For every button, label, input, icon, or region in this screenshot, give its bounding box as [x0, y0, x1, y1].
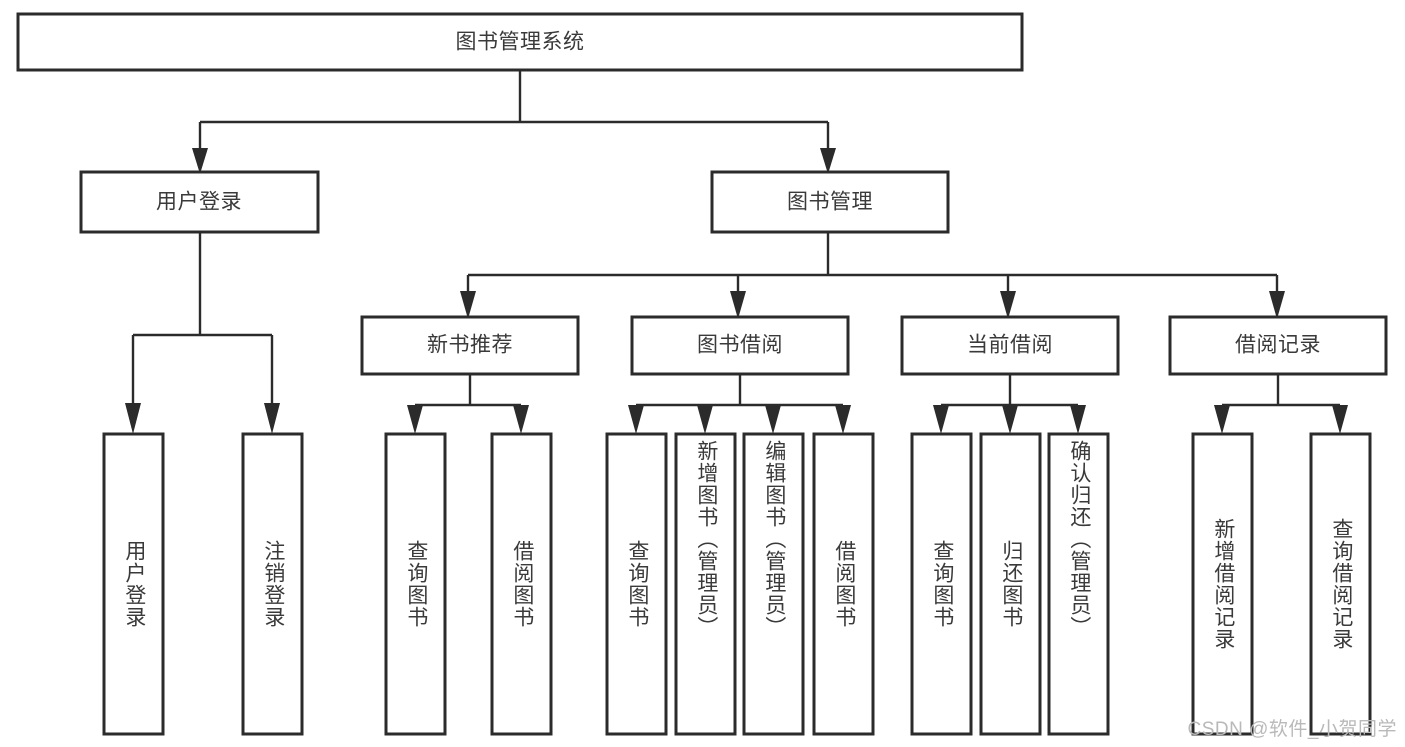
arrow-head-icon: [407, 405, 423, 434]
node-borrow-record[interactable]: 借阅记录: [1168, 315, 1388, 376]
node-borrow-record-label: 借阅记录: [1235, 334, 1321, 357]
node-new-book-recommend-label: 新书推荐: [427, 334, 513, 357]
node-book-manage-box[interactable]: [710, 170, 950, 234]
node-leaf-return-book-box[interactable]: [979, 432, 1042, 736]
arrow-head-icon: [730, 291, 746, 319]
node-leaf-user-logout-box[interactable]: [241, 432, 304, 736]
arrow-head-icon: [1070, 405, 1086, 434]
node-new-book-recommend-box[interactable]: [360, 315, 580, 376]
connector-group-book-borrow: [628, 374, 851, 434]
arrow-head-icon: [1214, 405, 1230, 434]
arrow-head-icon: [1269, 291, 1285, 319]
node-book-borrow-label: 图书借阅: [697, 334, 783, 357]
connector-group-new-book-recommend: [407, 374, 529, 434]
node-leaf-user-login-box[interactable]: [102, 432, 165, 736]
node-current-borrow-box[interactable]: [900, 315, 1120, 376]
node-user-login[interactable]: 用户登录: [79, 170, 320, 234]
node-book-manage[interactable]: 图书管理: [710, 170, 950, 234]
node-root[interactable]: 图书管理系统: [16, 12, 1024, 72]
node-leaf-query-record-box[interactable]: [1309, 432, 1372, 736]
connector-group-current-borrow: [933, 374, 1086, 434]
arrow-head-icon: [264, 403, 280, 434]
arrow-head-icon: [125, 403, 141, 434]
node-leaf-query-book-3-box[interactable]: [910, 432, 973, 736]
node-leaf-add-record-box[interactable]: [1191, 432, 1254, 736]
node-root-box[interactable]: [16, 12, 1024, 72]
node-leaf-query-book-2-box[interactable]: [605, 432, 668, 736]
connector-group-root: [192, 70, 836, 174]
node-user-login-box[interactable]: [79, 170, 320, 234]
node-book-borrow-box[interactable]: [630, 315, 850, 376]
arrow-head-icon: [1002, 405, 1018, 434]
arrow-head-icon: [513, 405, 529, 434]
arrow-head-icon: [192, 148, 208, 174]
connector-group-book-manage: [460, 232, 1285, 319]
connector-group-borrow-record: [1214, 374, 1348, 434]
node-leaf-query-book-1-box[interactable]: [384, 432, 447, 736]
connector-group-user-login: [125, 232, 280, 434]
node-leaf-edit-book-box[interactable]: [742, 432, 805, 736]
arrow-head-icon: [1000, 291, 1016, 319]
arrow-head-icon: [697, 405, 713, 434]
arrow-head-icon: [820, 148, 836, 174]
node-current-borrow-label: 当前借阅: [967, 334, 1053, 357]
node-book-manage-label: 图书管理: [787, 191, 873, 214]
arrow-head-icon: [765, 405, 781, 434]
node-leaf-add-book-box[interactable]: [674, 432, 737, 736]
node-new-book-recommend[interactable]: 新书推荐: [360, 315, 580, 376]
node-leaf-borrow-book-1-box[interactable]: [490, 432, 553, 736]
arrow-head-icon: [628, 405, 644, 434]
node-book-borrow[interactable]: 图书借阅: [630, 315, 850, 376]
node-leaf-borrow-book-2-box[interactable]: [812, 432, 875, 736]
arrow-head-icon: [835, 405, 851, 434]
node-borrow-record-box[interactable]: [1168, 315, 1388, 376]
watermark-text: CSDN @软件_小贺同学: [1187, 719, 1397, 740]
node-leaf-confirm-return-box[interactable]: [1047, 432, 1110, 736]
node-root-label: 图书管理系统: [456, 31, 585, 54]
node-current-borrow[interactable]: 当前借阅: [900, 315, 1120, 376]
arrow-head-icon: [460, 291, 476, 319]
arrow-head-icon: [1332, 405, 1348, 434]
node-user-login-label: 用户登录: [156, 191, 242, 214]
arrow-head-icon: [933, 405, 949, 434]
